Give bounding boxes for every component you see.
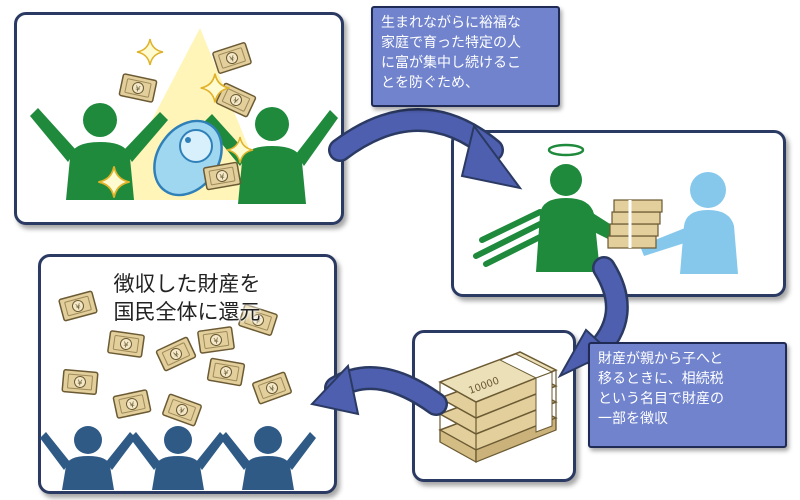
citizen-figure-right [220, 426, 316, 490]
money-bill-icon [61, 368, 99, 396]
money-bill-icon [155, 336, 197, 372]
money-bill-icon [251, 371, 293, 405]
halo-icon [547, 143, 585, 157]
caption-collection: 財産が親から子へと 移るときに、相続税 という名目で財産の 一部を徴収 [588, 342, 787, 448]
caption-collection-line: 財産が親から子へと [598, 351, 724, 367]
redistribution-scene [40, 290, 316, 490]
money-bill-icon [206, 357, 246, 387]
money-bundle-icon [607, 199, 663, 249]
money-bill-icon [161, 393, 203, 427]
wealthy-birth-scene [30, 28, 338, 204]
redistribution-title: 徴収した財産を 国民全体に還元 [92, 270, 282, 326]
handover-scene [473, 143, 738, 274]
parent-right-figure [204, 107, 338, 204]
flow-arrow-1 [328, 108, 523, 190]
redistribution-title-line: 徴収した財産を [113, 272, 261, 296]
money-bill-icon [118, 72, 158, 104]
citizen-figure-center [130, 426, 226, 490]
caption-purpose: 生まれながらに裕福な 家庭で育った特定の人 に富が集中し続けるこ とを防ぐため、 [371, 6, 560, 107]
wing-icon [473, 209, 545, 267]
money-stack-scene: 10000 [438, 351, 558, 464]
citizen-figure-left [40, 426, 136, 490]
caption-collection-line: 一部を徴収 [598, 411, 668, 427]
caption-purpose-line: 家庭で育った特定の人 [381, 35, 521, 51]
money-bill-icon [211, 41, 253, 75]
spotlight [110, 28, 270, 200]
caption-purpose-line: 生まれながらに裕福な [381, 15, 521, 31]
flow-arrow-3 [310, 363, 448, 416]
caption-purpose-line: とを防ぐため、 [381, 75, 479, 91]
money-bill-icon [196, 325, 236, 355]
money-bill-icon [112, 388, 152, 420]
caption-collection-line: 移るときに、相続税 [598, 371, 724, 387]
money-bill-icon [106, 329, 146, 359]
caption-purpose-line: に富が集中し続けるこ [381, 55, 521, 71]
redistribution-title-line: 国民全体に還元 [113, 300, 261, 324]
caption-collection-line: という名目で財産の [598, 391, 724, 407]
money-stack-icon: 10000 [438, 351, 558, 464]
sparkle-icon [136, 38, 164, 66]
